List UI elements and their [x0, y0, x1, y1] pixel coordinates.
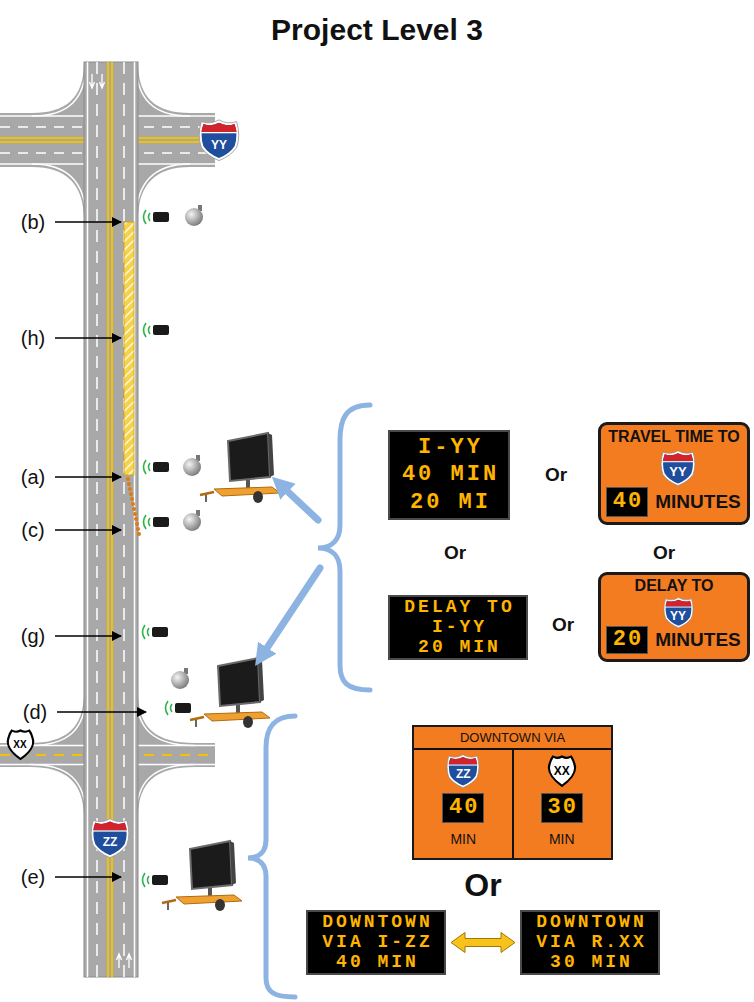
or-label: Or — [464, 867, 501, 904]
sign-line: VIA I-ZZ — [319, 933, 432, 952]
sign-line: DELAY TO — [401, 598, 514, 617]
sign-heading: DELAY TO — [635, 577, 714, 595]
sign-line: I-YY — [415, 436, 483, 459]
sign-line: 40 MIN — [399, 463, 499, 486]
callout-label: (d) — [23, 701, 47, 724]
digit-box: 40 — [442, 793, 484, 823]
pointer-arrows — [265, 489, 320, 651]
static-sign: DOWNTOWN VIA ZZ 40MIN XX 30MIN — [412, 725, 613, 860]
title: Project Level 3 — [271, 13, 483, 48]
or-label: Or — [545, 464, 567, 486]
sign-line: I-YY — [429, 618, 487, 637]
callout-label: (g) — [21, 625, 45, 648]
sign-text: MIN — [549, 831, 575, 847]
shield-text: YY — [211, 139, 227, 153]
digit-text: 40 — [611, 491, 643, 513]
map-shields — [7, 120, 239, 858]
digit-box: 20 — [606, 626, 648, 654]
message-sign: DOWNTOWNVIA R.XX30 MIN — [520, 910, 660, 975]
digit-text: 40 — [447, 797, 479, 819]
static-sign: DELAY TO YY 20 MINUTES — [598, 572, 750, 662]
callout-label: (c) — [21, 519, 44, 542]
double-arrow — [451, 933, 515, 953]
shield-text: YY — [670, 610, 686, 624]
channelizing-devices — [126, 477, 141, 536]
sign-heading: TRAVEL TIME TO — [608, 428, 740, 446]
arrow-shape — [451, 933, 515, 953]
callout-label: (b) — [21, 211, 45, 234]
sign-line: 30 MIN — [547, 953, 633, 972]
or-label: Or — [444, 542, 466, 564]
portable-message-signs — [162, 433, 280, 911]
sign-text: MINUTES — [655, 491, 741, 513]
digit-box: 40 — [606, 487, 648, 517]
sign-line: 20 MIN — [415, 638, 501, 657]
digit-box: 30 — [541, 793, 583, 823]
message-sign: I-YY 40 MIN 20 MI — [388, 430, 510, 520]
callout-label: (a) — [21, 466, 45, 489]
sign-line: DOWNTOWN — [533, 913, 646, 932]
message-sign: DOWNTOWNVIA I-ZZ40 MIN — [306, 910, 446, 975]
shield-text: XX — [554, 765, 570, 779]
sign-line: 40 MIN — [333, 953, 419, 972]
shield-text: XX — [13, 739, 26, 751]
sign-heading: DOWNTOWN VIA — [460, 731, 565, 746]
callout-leaders — [55, 222, 146, 877]
braces — [248, 405, 370, 997]
detectors — [143, 210, 192, 887]
sign-line: 20 MI — [407, 491, 491, 514]
message-sign: DELAY TOI-YY20 MIN — [388, 595, 528, 660]
sign-text: MINUTES — [655, 629, 741, 651]
divider-line — [512, 749, 514, 858]
static-sign: TRAVEL TIME TO YY 40 MINUTES — [598, 422, 750, 525]
sign-line: DOWNTOWN — [319, 913, 432, 932]
callout-label: (e) — [21, 866, 45, 889]
freeway-zz — [84, 62, 138, 977]
cameras — [171, 205, 203, 689]
or-label: Or — [653, 542, 675, 564]
shoulder-closure — [124, 222, 134, 475]
or-label: Or — [552, 614, 574, 636]
shield-text: ZZ — [103, 836, 118, 850]
sign-text: MIN — [450, 831, 476, 847]
digit-text: 20 — [611, 629, 643, 651]
callout-label: (h) — [21, 327, 45, 350]
shield-text: ZZ — [456, 768, 471, 782]
shield-text: YY — [669, 465, 686, 480]
sign-line: VIA R.XX — [533, 933, 646, 952]
digit-text: 30 — [546, 797, 578, 819]
